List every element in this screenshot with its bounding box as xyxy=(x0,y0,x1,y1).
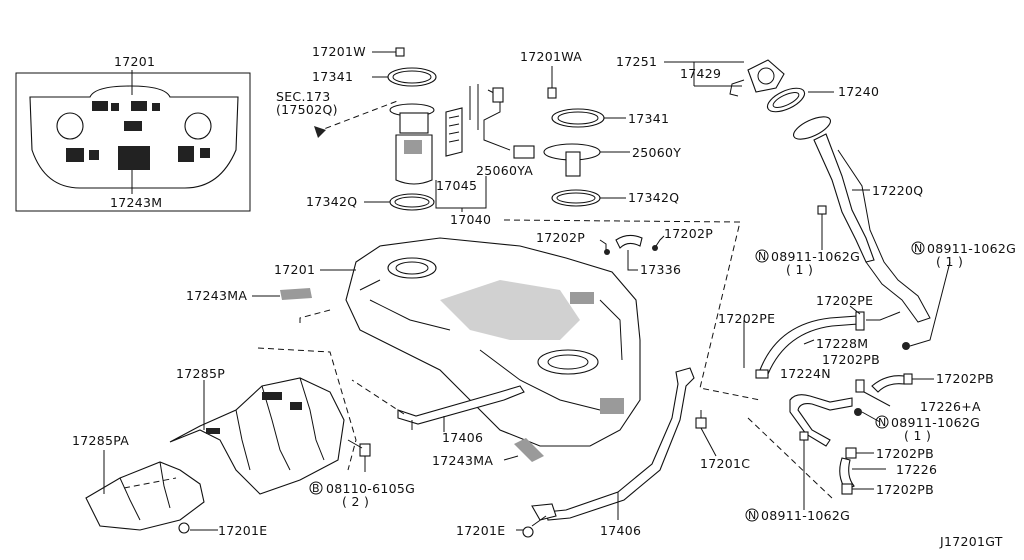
label-17202PB-b: 17202PB xyxy=(936,371,994,386)
label-08911-b-line2: ( 1 ) xyxy=(936,254,963,269)
label-17341-b: 17341 xyxy=(628,111,669,126)
label-sec173-line1: SEC.173 xyxy=(276,89,331,104)
bolt-08110: B xyxy=(309,439,371,495)
label-08110-line2: ( 2 ) xyxy=(342,494,369,509)
main-fuel-tank xyxy=(320,237,641,447)
inset-box xyxy=(15,70,251,212)
diagram-id: J17201GT xyxy=(939,534,1003,549)
heat-shield-17285P xyxy=(169,347,357,495)
label-17220Q: 17220Q xyxy=(872,183,923,198)
hoses-right xyxy=(743,305,901,379)
label-17228M: 17228M xyxy=(816,336,868,351)
hose-17226-group xyxy=(839,447,886,495)
circle-N-icon: N xyxy=(748,509,756,522)
tank-group-outline xyxy=(503,219,761,401)
nut-08911-a: N xyxy=(755,205,827,263)
label-17226: 17226 xyxy=(896,462,937,477)
label-17224N: 17224N xyxy=(780,366,831,381)
fuel-pump-assembly xyxy=(314,47,535,212)
label-17201E-b: 17201E xyxy=(456,523,505,538)
nut-08911-b: N xyxy=(902,241,951,350)
label-17341-a: 17341 xyxy=(312,69,353,84)
bolt-17201E-b xyxy=(516,515,547,538)
nut-08911-c: N xyxy=(875,415,889,429)
label-08911-a-line1: 08911-1062G xyxy=(771,249,860,264)
label-17201-main: 17201 xyxy=(274,262,315,277)
heat-shield-17285PA xyxy=(85,450,205,531)
bolt-17201C xyxy=(695,410,717,457)
label-17342Q-b: 17342Q xyxy=(628,190,679,205)
label-08911-d: 08911-1062G xyxy=(761,508,850,523)
circle-B-icon: B xyxy=(312,482,320,495)
vent-hose-17336 xyxy=(599,234,665,271)
label-17243M: 17243M xyxy=(110,195,162,210)
strap-17406-lower xyxy=(531,367,695,521)
label-17226A: 17226+A xyxy=(920,399,981,414)
label-17285P: 17285P xyxy=(176,366,225,381)
label-25060Y: 25060Y xyxy=(632,145,681,160)
label-17202PE-a: 17202PE xyxy=(816,293,873,308)
strap-17406-upper xyxy=(351,379,525,432)
label-17251: 17251 xyxy=(616,54,657,69)
nut-08911-d: N xyxy=(745,508,759,522)
label-sec173-line2: (17502Q) xyxy=(276,102,338,117)
label-08911-c-line1: 08911-1062G xyxy=(891,415,980,430)
circle-N-icon: N xyxy=(914,242,922,255)
circle-N-icon: N xyxy=(878,416,886,429)
pad-17243MA-upper xyxy=(252,288,312,300)
pad-17243MA-lower xyxy=(503,438,544,462)
hose-17226A-group xyxy=(789,373,934,510)
sub-tank-parts xyxy=(543,66,630,207)
filler-cap-and-neck xyxy=(664,59,931,323)
label-17243MA-a: 17243MA xyxy=(186,288,247,303)
label-17202PB-c: 17202PB xyxy=(876,446,934,461)
label-17406-a: 17406 xyxy=(442,430,483,445)
label-17406-b: 17406 xyxy=(600,523,641,538)
label-17240: 17240 xyxy=(838,84,879,99)
label-17202PB-a: 17202PB xyxy=(822,352,880,367)
label-17202P-a: 17202P xyxy=(536,230,585,245)
label-17202P-b: 17202P xyxy=(664,226,713,241)
label-17201W: 17201W xyxy=(312,44,366,59)
label-17429: 17429 xyxy=(680,66,721,81)
circle-N-icon: N xyxy=(758,250,766,263)
label-17201E-a: 17201E xyxy=(218,523,267,538)
label-08110-line1: 08110-6105G xyxy=(326,481,415,496)
label-25060YA: 25060YA xyxy=(476,163,533,178)
label-17040: 17040 xyxy=(450,212,491,227)
bolt-17201E-a xyxy=(178,522,218,534)
label-17285PA: 17285PA xyxy=(72,433,129,448)
label-17202PE-b: 17202PE xyxy=(718,311,775,326)
label-08911-c-line2: ( 1 ) xyxy=(904,428,931,443)
label-17243MA-b: 17243MA xyxy=(432,453,493,468)
label-08911-b-line1: 08911-1062G xyxy=(927,241,1016,256)
label-17201-inset: 17201 xyxy=(114,54,155,69)
label-17336: 17336 xyxy=(640,262,681,277)
label-17342Q-a: 17342Q xyxy=(306,194,357,209)
label-17201WA: 17201WA xyxy=(520,49,582,64)
label-17202PB-d: 17202PB xyxy=(876,482,934,497)
label-17045: 17045 xyxy=(436,178,477,193)
label-08911-a-line2: ( 1 ) xyxy=(786,262,813,277)
label-17201C: 17201C xyxy=(700,456,750,471)
